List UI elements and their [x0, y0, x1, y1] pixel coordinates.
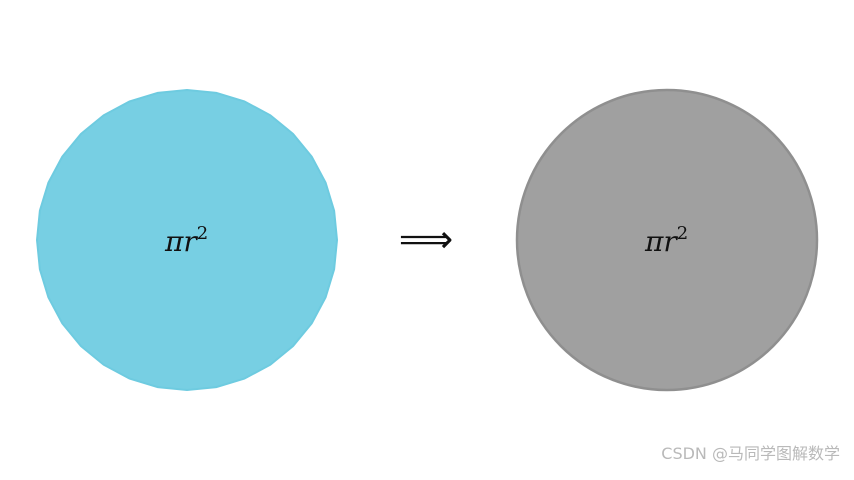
- left-disk: [35, 88, 339, 392]
- right-circle-label-exponent: 2: [677, 223, 688, 244]
- left-disk-label-base: πr: [164, 225, 198, 258]
- right-circle: [515, 88, 819, 392]
- right-circle-label: πr2: [644, 223, 688, 258]
- left-disk-label: πr2: [164, 223, 208, 258]
- left-disk-group: πr2: [35, 88, 339, 392]
- left-disk-label-exponent: 2: [197, 223, 208, 244]
- csdn-watermark: CSDN @马同学图解数学: [661, 444, 840, 463]
- implication-arrow-icon: ⟹: [399, 217, 453, 261]
- right-circle-label-base: πr: [644, 225, 678, 258]
- right-circle-group: πr2: [515, 88, 819, 392]
